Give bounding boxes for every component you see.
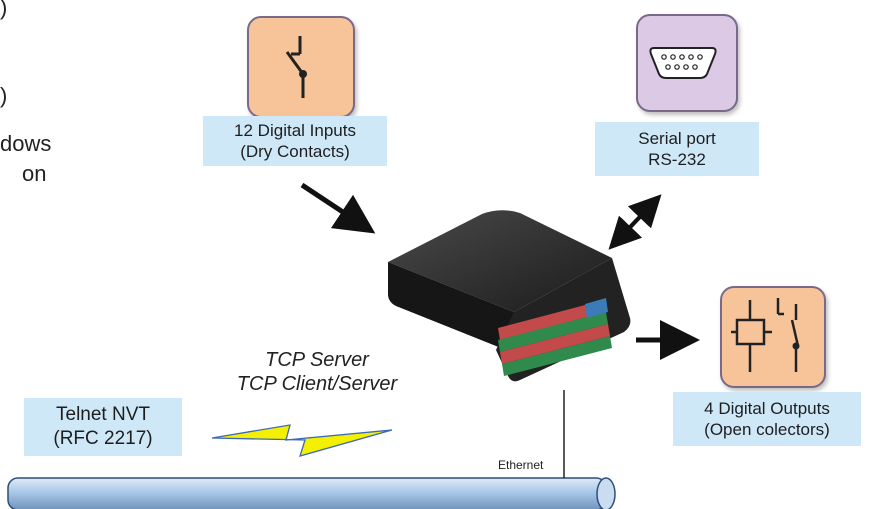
text-fragment-2: ) <box>0 83 8 108</box>
telnet-line1: Telnet NVT <box>56 404 150 425</box>
digital-inputs-line1: 12 Digital Inputs <box>234 121 356 140</box>
tcp-server-line: TCP Server <box>265 349 369 371</box>
digital-outputs-label: 4 Digital Outputs (Open colectors) <box>673 392 861 446</box>
serial-port-label: Serial port RS-232 <box>595 122 759 176</box>
digital-inputs-label: 12 Digital Inputs (Dry Contacts) <box>203 116 387 166</box>
tcp-modes-text: TCP Server TCP Client/Server <box>212 348 422 396</box>
telnet-label: Telnet NVT (RFC 2217) <box>24 398 182 456</box>
telnet-line2: (RFC 2217) <box>53 428 153 449</box>
serial-connector-icon <box>649 47 717 79</box>
digital-outputs-line1: 4 Digital Outputs <box>704 399 830 418</box>
serial-arrow-up <box>612 194 662 246</box>
tcp-client-server-line: TCP Client/Server <box>236 373 398 395</box>
digital-inputs-line2: (Dry Contacts) <box>240 142 350 161</box>
digital-outputs-line2: (Open colectors) <box>704 420 830 439</box>
text-fragment-1: ) <box>0 0 8 20</box>
input-arrow <box>300 182 376 234</box>
relay-icon <box>731 298 800 372</box>
device-body <box>388 210 631 382</box>
ethernet-label: Ethernet <box>498 458 544 472</box>
ethernet-pipe <box>7 477 616 509</box>
lightning-icon <box>211 424 393 457</box>
serial-port-line1: Serial port <box>638 129 716 148</box>
text-fragment-4: on <box>22 161 47 186</box>
serial-port-line2: RS-232 <box>648 150 706 169</box>
switch-icon <box>285 36 307 98</box>
text-fragment-3: dows <box>0 131 52 156</box>
